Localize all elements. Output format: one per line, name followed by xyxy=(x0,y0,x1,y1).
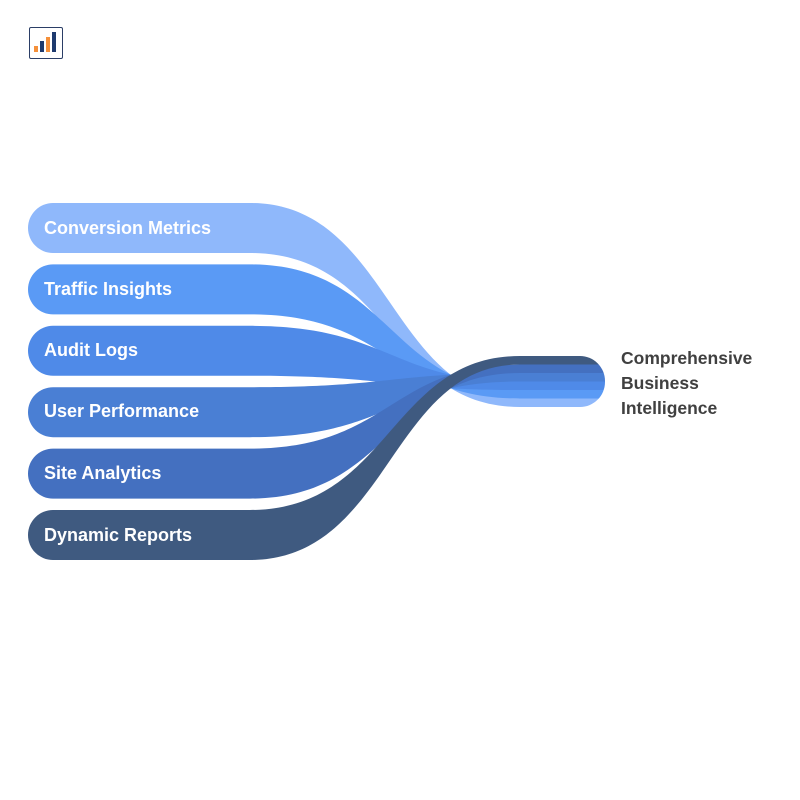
flow-band-dynamic-reports xyxy=(28,356,605,560)
output-label: Comprehensive Business Intelligence xyxy=(621,346,752,421)
input-label-user-performance: User Performance xyxy=(44,401,200,421)
output-line-2: Business xyxy=(621,373,699,393)
bar-chart-icon xyxy=(29,27,63,59)
output-line-3: Intelligence xyxy=(621,398,718,418)
flow-band-conversion-metrics xyxy=(28,203,605,407)
input-label-conversion-metrics: Conversion Metrics xyxy=(44,218,212,238)
input-label-dynamic-reports: Dynamic Reports xyxy=(44,525,193,545)
flow-band-user-performance xyxy=(28,373,605,438)
flow-band-site-analytics xyxy=(28,364,605,499)
input-label-audit-logs: Audit Logs xyxy=(44,340,138,360)
flow-band-audit-logs xyxy=(28,325,605,390)
input-label-site-analytics: Site Analytics xyxy=(44,463,162,483)
output-line-1: Comprehensive xyxy=(621,348,753,368)
flow-band-traffic-insights xyxy=(28,264,605,399)
input-label-traffic-insights: Traffic Insights xyxy=(44,279,173,299)
